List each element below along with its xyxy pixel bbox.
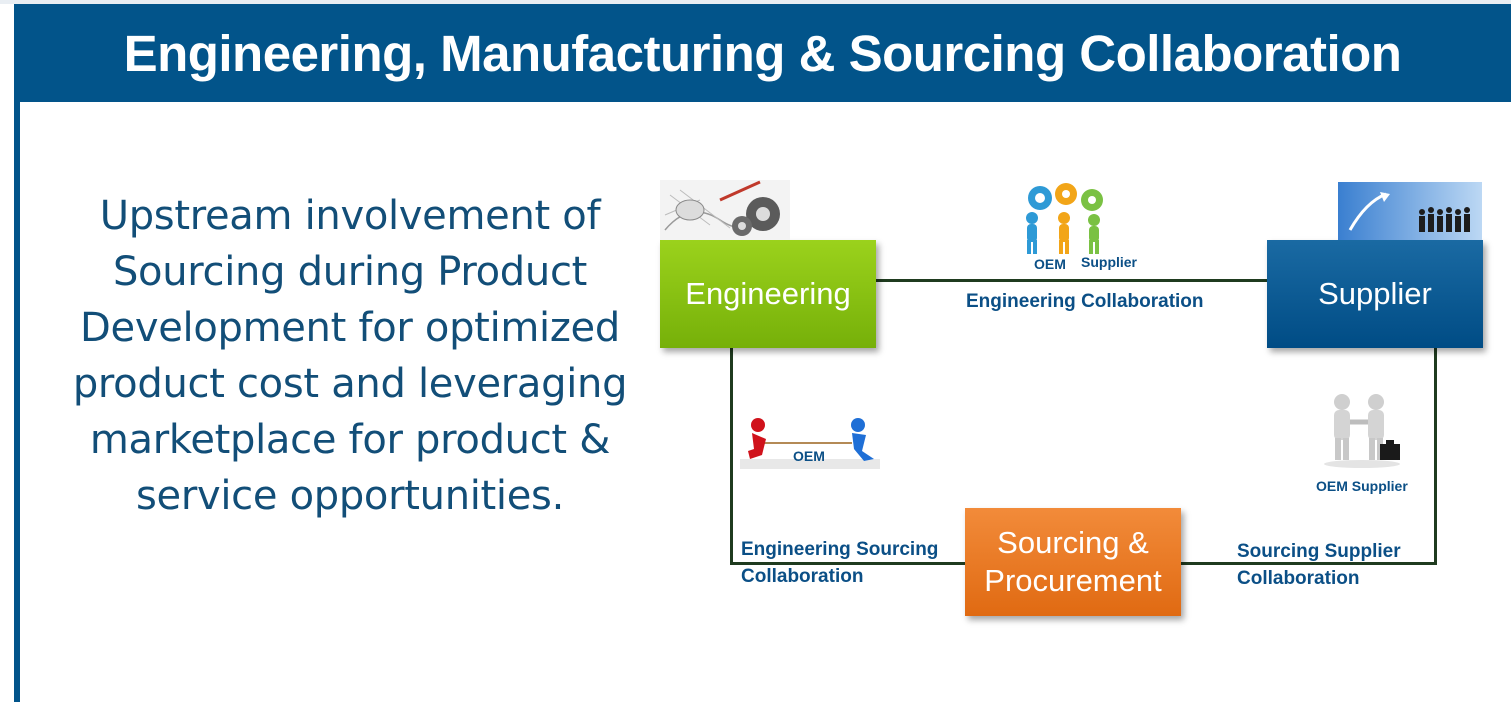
business-team-icon [1338,182,1482,240]
engineering-box: Engineering [660,240,876,348]
title-bar: Engineering, Manufacturing & Sourcing Co… [14,4,1511,102]
sourcing-supplier-label-line1: Sourcing Supplier [1237,541,1401,562]
engineering-sourcing-label-line2: Collaboration [741,566,864,587]
connector-left-horizontal [730,562,965,565]
tug-of-war-icon [740,418,880,469]
top-icon-oem-label: OEM [1034,256,1066,272]
connector-left-vertical [730,348,733,564]
connector-right-vertical [1434,348,1437,564]
supplier-box-label: Supplier [1318,276,1432,311]
drafting-sketch-icon [660,180,790,240]
slide-body-text: Upstream involvement of Sourcing during … [72,193,628,519]
supplier-box: Supplier [1267,240,1483,348]
gear-people-icon [1026,183,1103,254]
engineering-box-label: Engineering [685,276,851,311]
sourcing-supplier-label-line2: Collaboration [1237,568,1360,589]
top-rule [0,0,1511,4]
left-icon-oem-label: OEM [793,448,825,464]
connector-right-horizontal [1181,562,1437,565]
right-icon-oem-supplier-label: OEM Supplier [1316,478,1408,494]
engineering-sourcing-label-line1: Engineering Sourcing [741,539,939,560]
connector-top [876,279,1267,282]
handshake-icon [1324,394,1400,468]
engineering-collaboration-label: Engineering Collaboration [966,291,1204,312]
slide-title: Engineering, Manufacturing & Sourcing Co… [123,24,1402,82]
sourcing-procurement-box: Sourcing & Procurement [965,508,1181,616]
sourcing-box-label-line2: Procurement [984,563,1162,598]
sourcing-box-label-line1: Sourcing & [997,525,1149,560]
top-icon-supplier-label: Supplier [1081,254,1138,270]
left-accent-rule [14,102,20,702]
